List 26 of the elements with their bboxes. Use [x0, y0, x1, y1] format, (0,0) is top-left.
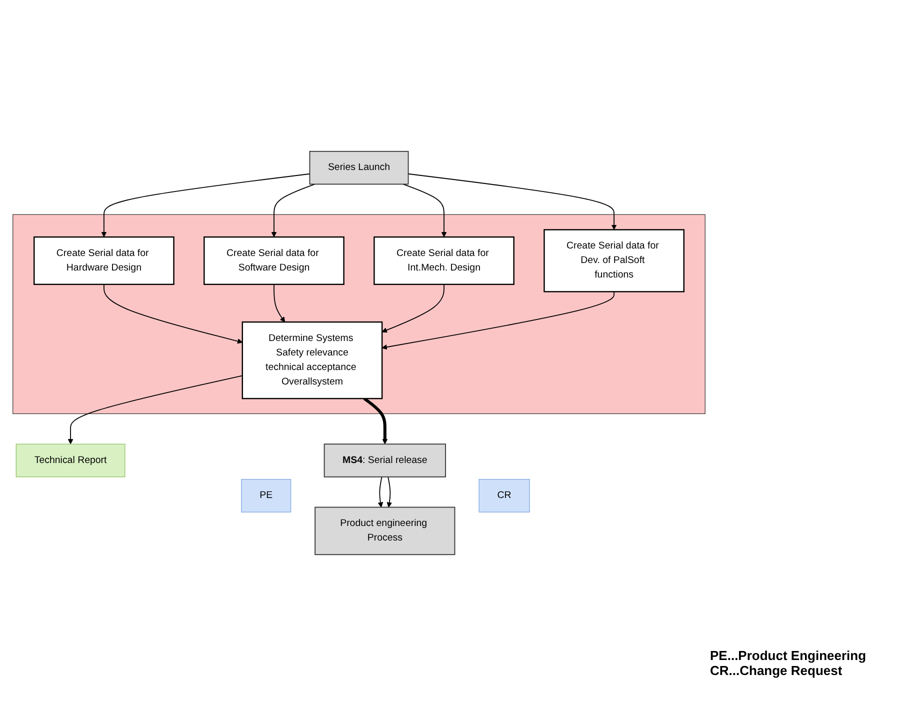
arrow	[101, 173, 310, 238]
node-box: Series Launch	[309, 150, 409, 185]
arrow	[68, 375, 243, 444]
arrow	[274, 284, 286, 322]
node-box: Technical Report	[16, 444, 126, 478]
arrow	[271, 184, 316, 238]
node-box: Create Serial data for Int.Mech. Design	[374, 236, 514, 285]
arrow	[363, 397, 388, 444]
legend-note: CR...Change Request	[710, 663, 844, 678]
node-box: CR	[478, 479, 530, 512]
node-box: Create Serial data for Software Design	[204, 236, 344, 285]
arrow	[104, 284, 243, 344]
node-box: Create Serial data for Dev. of PalSoft functions	[544, 229, 684, 292]
legend-note: PE...Product Engineering	[710, 648, 868, 663]
arrow	[378, 476, 384, 508]
node-box: Determine Systems Safety relevance technical acceptance Overallsystem	[242, 321, 383, 400]
node-box: Product engineering Process	[314, 506, 456, 556]
arrow	[408, 173, 617, 230]
arrow	[386, 476, 392, 508]
arrow	[382, 291, 614, 350]
arrow	[402, 184, 447, 238]
cluster	[12, 214, 706, 414]
node-box: Create Serial data for Hardware Design	[34, 236, 174, 285]
node-box: PE	[241, 479, 292, 512]
node-box: MS4: Serial release	[324, 444, 446, 478]
arrow	[382, 284, 444, 333]
